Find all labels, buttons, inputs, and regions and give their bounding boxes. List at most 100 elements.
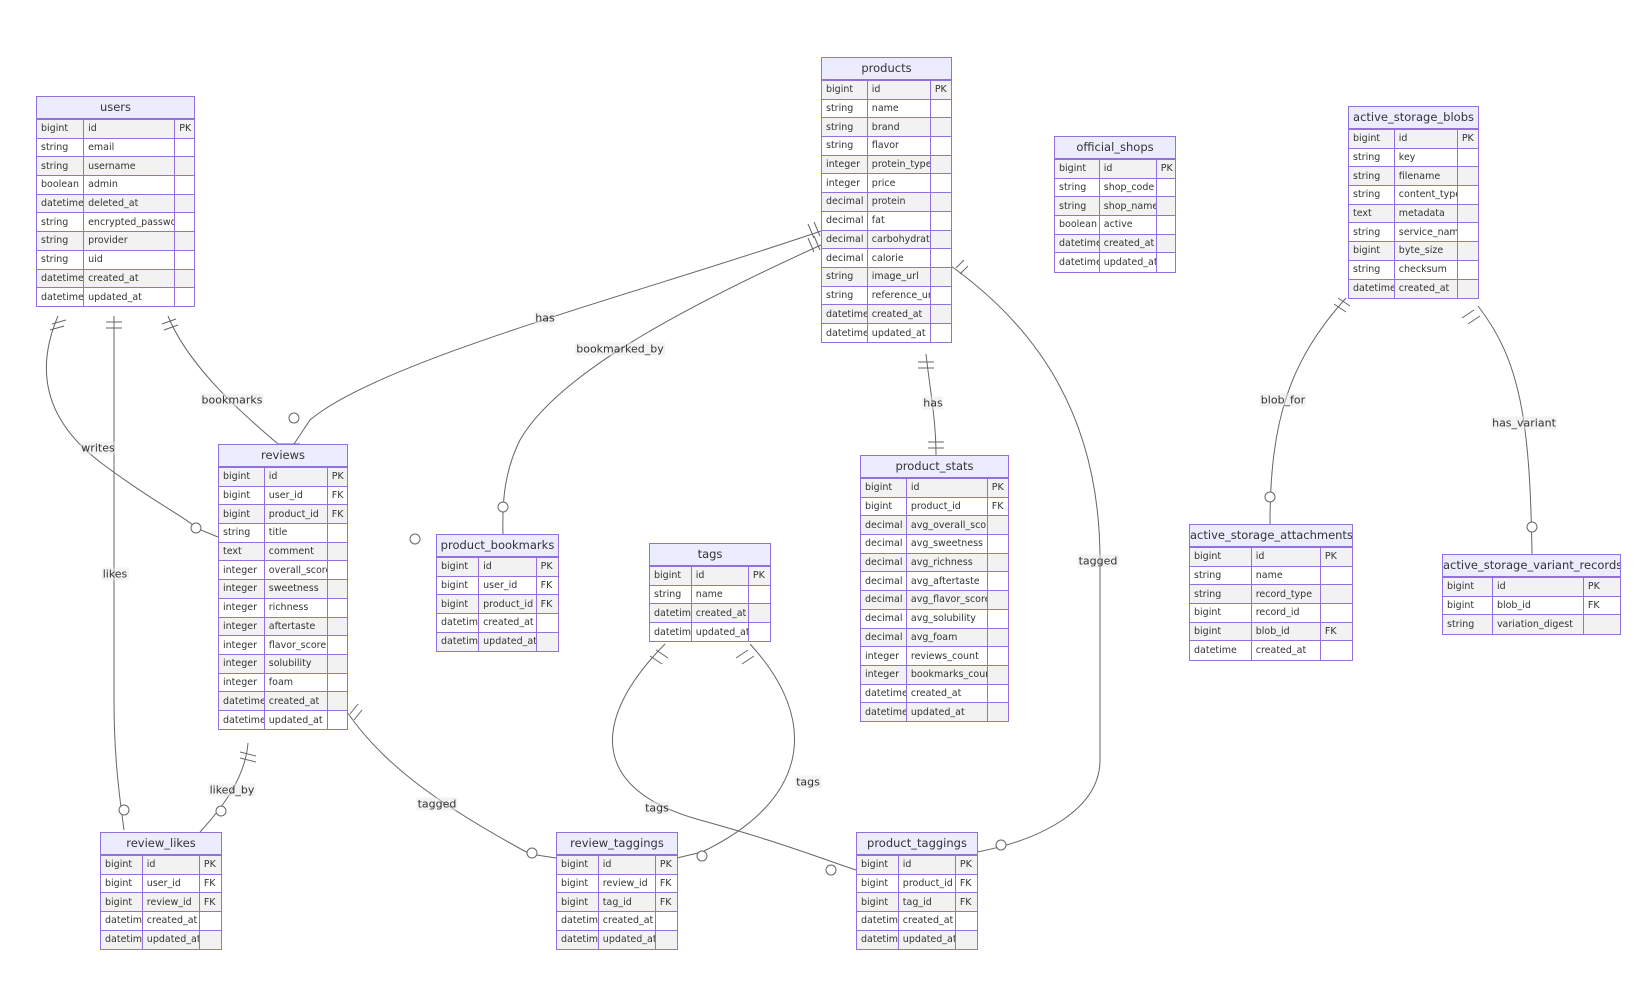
attribute-name: updated_at	[141, 929, 200, 949]
attribute-type: bigint	[1055, 159, 1100, 179]
attribute-type: string	[1349, 166, 1395, 187]
attribute-name: updated_at	[83, 287, 176, 307]
attribute-name: created_at	[597, 911, 656, 931]
attribute-type: integer	[219, 579, 265, 599]
attribute-type: datetime	[557, 911, 599, 931]
attribute-type: decimal	[861, 515, 907, 536]
attribute-type: integer	[219, 635, 265, 655]
attribute-type: boolean	[37, 175, 85, 195]
attribute-key: FK	[198, 873, 221, 894]
attribute-key	[198, 929, 221, 949]
attribute-key	[1155, 233, 1175, 254]
attribute-type: bigint	[101, 892, 143, 913]
attribute-name: id	[1393, 129, 1458, 149]
entity-title: official_shops	[1055, 137, 1175, 159]
attribute-key	[747, 603, 770, 624]
attribute-key	[1319, 640, 1352, 660]
attribute-key	[929, 173, 951, 194]
attribute-type: text	[219, 541, 265, 562]
attribute-type: decimal	[861, 627, 907, 648]
attribute-key	[1456, 259, 1478, 280]
attribute-type: text	[1349, 203, 1395, 224]
attribute-name: protein_type	[866, 154, 931, 175]
attribute-type: decimal	[822, 229, 868, 250]
attribute-name: richness	[263, 597, 328, 618]
attribute-type: decimal	[822, 210, 868, 231]
attribute-key: FK	[954, 873, 977, 894]
attribute-type: string	[219, 523, 265, 543]
attribute-type: decimal	[861, 590, 907, 610]
attribute-type: decimal	[861, 534, 907, 554]
entity-title: products	[822, 58, 951, 80]
edge-label-bookmarked-by: bookmarked_by	[575, 342, 665, 356]
attribute-name: blob_id	[1491, 595, 1584, 616]
entity-tags[interactable]: tagsbigintidPKstringnamedatetimecreated_…	[649, 543, 771, 643]
attribute-type: datetime	[650, 603, 692, 624]
attribute-type: bigint	[219, 485, 265, 506]
attribute-name: created_at	[1098, 233, 1157, 254]
attribute-name: created_at	[141, 911, 200, 931]
attribute-key	[986, 627, 1008, 648]
attribute-type: bigint	[101, 855, 143, 875]
attribute-key	[326, 653, 347, 674]
edge-label-tags-product: tags	[644, 801, 670, 815]
entity-title: active_storage_blobs	[1349, 107, 1478, 129]
attribute-name: id	[1098, 159, 1157, 179]
attribute-type: bigint	[219, 467, 265, 487]
attribute-key: PK	[535, 557, 558, 577]
attribute-type: bigint	[1349, 241, 1395, 261]
attribute-type: bigint	[857, 873, 899, 894]
attribute-name: title	[263, 523, 328, 543]
attribute-type: datetime	[861, 683, 907, 704]
attribute-key	[174, 287, 194, 307]
attribute-name: updated_at	[597, 929, 656, 949]
attribute-type: string	[822, 285, 868, 306]
attribute-name: checksum	[1393, 259, 1458, 280]
attribute-key: FK	[654, 873, 677, 894]
attribute-name: byte_size	[1393, 241, 1458, 261]
attribute-key	[654, 929, 677, 949]
attribute-type: datetime	[650, 622, 692, 642]
attribute-key: FK	[954, 892, 977, 913]
edge-label-writes: writes	[80, 441, 116, 455]
attribute-type: integer	[219, 597, 265, 618]
attribute-name: provider	[83, 231, 176, 251]
attribute-key	[1319, 584, 1352, 605]
attribute-name: created_at	[690, 603, 749, 624]
